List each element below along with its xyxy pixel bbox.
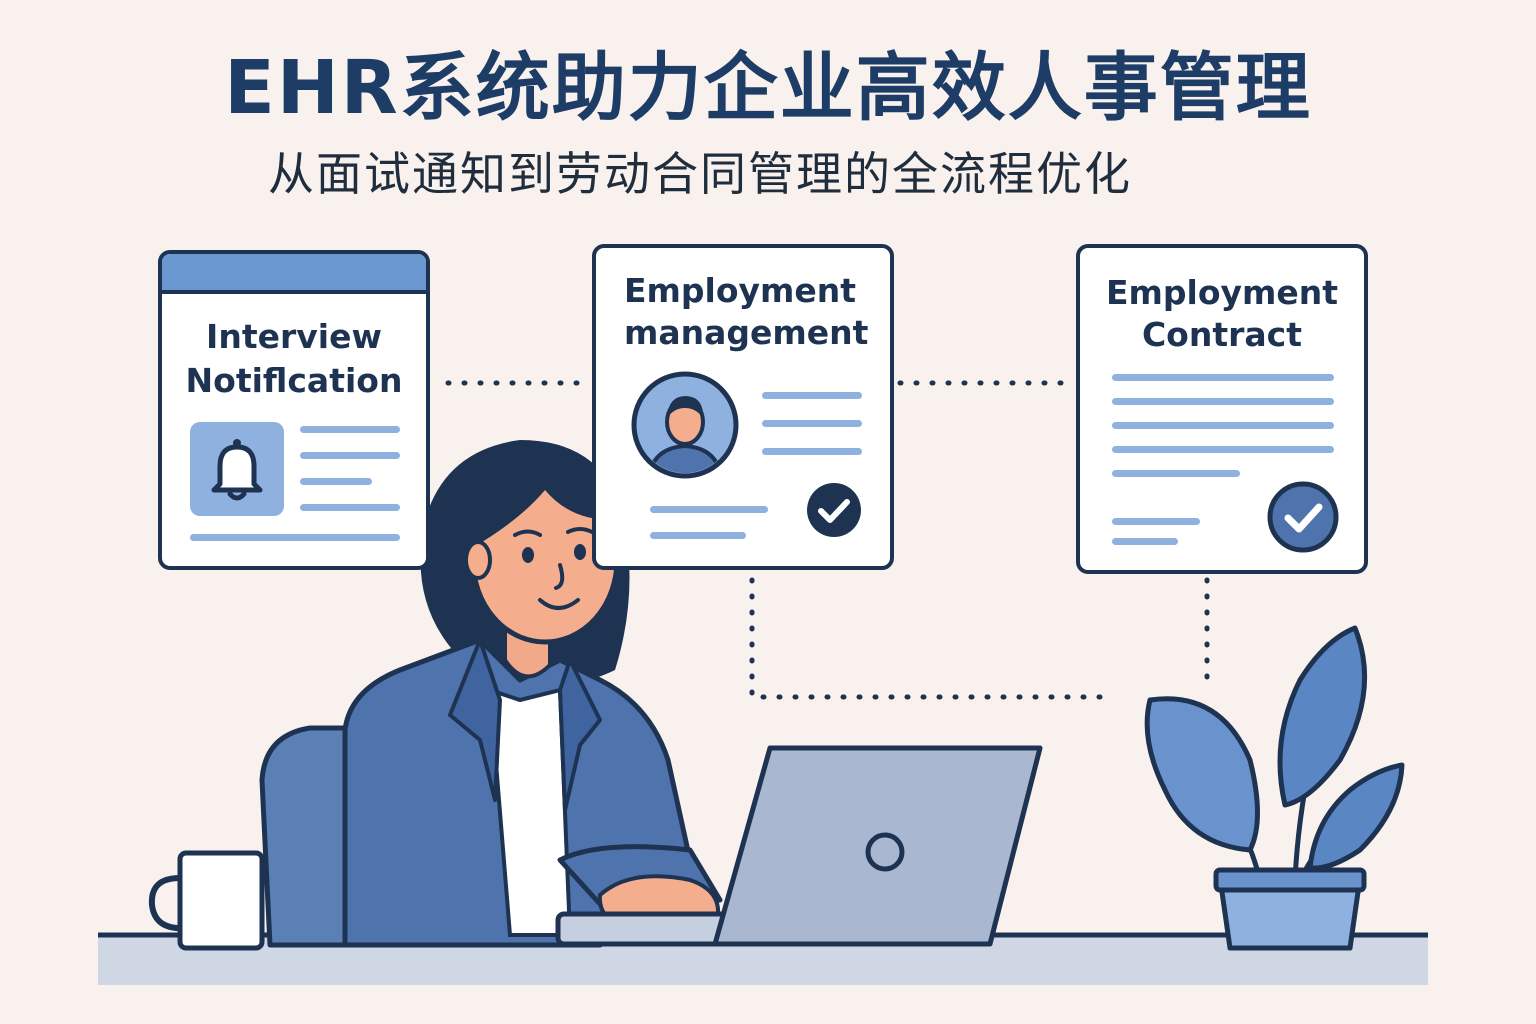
- avatar-icon: [630, 370, 740, 480]
- employment-contract-card: Employment Contract: [1076, 244, 1368, 574]
- card-title-line1: Interview: [206, 317, 382, 356]
- page-title: EHR系统助力企业高效人事管理: [224, 45, 1312, 131]
- employment-management-card: Employment management: [592, 244, 894, 570]
- laptop-logo-icon: [865, 832, 905, 872]
- card-header-bar: [162, 254, 426, 294]
- laptop: [712, 745, 1043, 947]
- card-title-line2: Notiflcation: [185, 361, 403, 400]
- interview-notification-card: Interview Notiflcation: [158, 250, 430, 570]
- card-title-line1: Employment: [624, 271, 857, 310]
- card-title-line1: Employment: [1105, 273, 1339, 312]
- shirt: [487, 687, 573, 937]
- plant-icon: [1144, 625, 1405, 951]
- check-circle-icon: [804, 480, 864, 540]
- card-title-line2: management: [624, 313, 869, 352]
- bell-icon: [190, 422, 284, 516]
- page-subtitle: 从面试通知到劳动合同管理的全流程优化: [268, 147, 1132, 201]
- dotted-connectors: [445, 380, 1210, 700]
- card-title-line2: Contract: [1141, 315, 1303, 354]
- check-circle-icon: [1266, 480, 1340, 554]
- coffee-mug-icon: [148, 850, 265, 951]
